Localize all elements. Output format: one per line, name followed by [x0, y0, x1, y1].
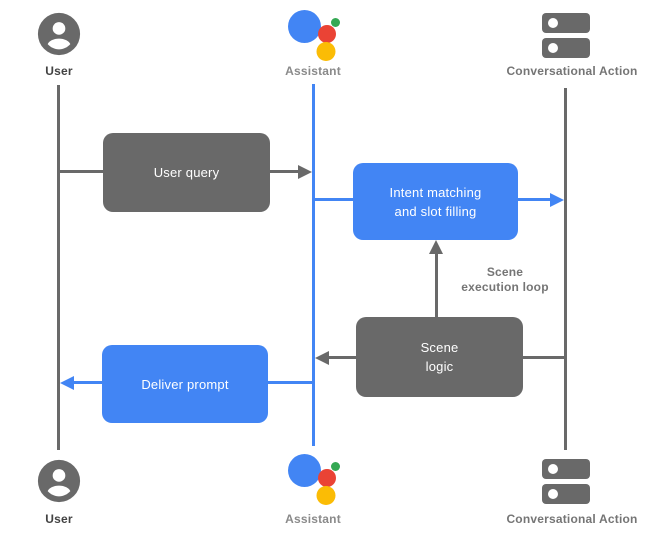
deliver-prompt-box-label: Deliver prompt — [141, 376, 229, 392]
server-stack-icon — [542, 13, 590, 58]
intent-matching-box: Intent matching and slot filling — [353, 163, 518, 240]
scene-logic-box: Scene logic — [356, 317, 523, 397]
user-lifeline — [57, 85, 60, 450]
user-avatar-icon — [37, 459, 81, 503]
scene-loop-connector — [435, 253, 438, 317]
scene-logic-box-label-line1: Scene — [420, 340, 459, 355]
deliver-prompt-box: Deliver prompt — [102, 345, 268, 423]
scene-execution-loop-label: Scene execution loop — [445, 265, 565, 295]
scene-connector-left — [328, 356, 356, 359]
scene-logic-box-label-line2: logic — [425, 359, 454, 374]
scene-connector-right — [523, 356, 564, 359]
lane-label-user-top: User — [45, 64, 73, 78]
google-assistant-icon — [288, 454, 340, 505]
deliver-arrowhead-icon — [60, 376, 74, 390]
deliver-connector-right — [268, 381, 312, 384]
server-stack-icon — [542, 459, 590, 504]
intent-arrowhead-icon — [550, 193, 564, 207]
intent-matching-box-label-line2: and slot filling — [394, 203, 477, 219]
lane-label-assistant-top: Assistant — [285, 64, 341, 78]
assistant-lifeline — [312, 84, 315, 446]
intent-matching-box-label-line1: Intent matching — [389, 184, 482, 200]
intent-connector-left — [315, 198, 353, 201]
google-assistant-icon — [288, 10, 340, 61]
user-avatar-icon — [37, 12, 81, 56]
scene-loop-arrowhead-icon — [429, 240, 443, 254]
lane-label-action-top: Conversational Action — [506, 64, 638, 78]
scene-execution-loop-label-line2: execution loop — [461, 280, 549, 294]
scene-arrowhead-icon — [315, 351, 329, 365]
lane-label-action-bottom: Conversational Action — [506, 512, 638, 526]
action-lifeline — [564, 88, 567, 450]
deliver-connector-left — [73, 381, 102, 384]
user-query-box: User query — [103, 133, 270, 212]
scene-execution-loop-label-line1: Scene — [486, 265, 524, 279]
user-query-box-label: User query — [153, 165, 220, 180]
lane-label-assistant-bottom: Assistant — [285, 512, 341, 526]
intent-connector-right — [518, 198, 551, 201]
user-query-arrowhead-icon — [298, 165, 312, 179]
lane-label-user-bottom: User — [45, 512, 73, 526]
